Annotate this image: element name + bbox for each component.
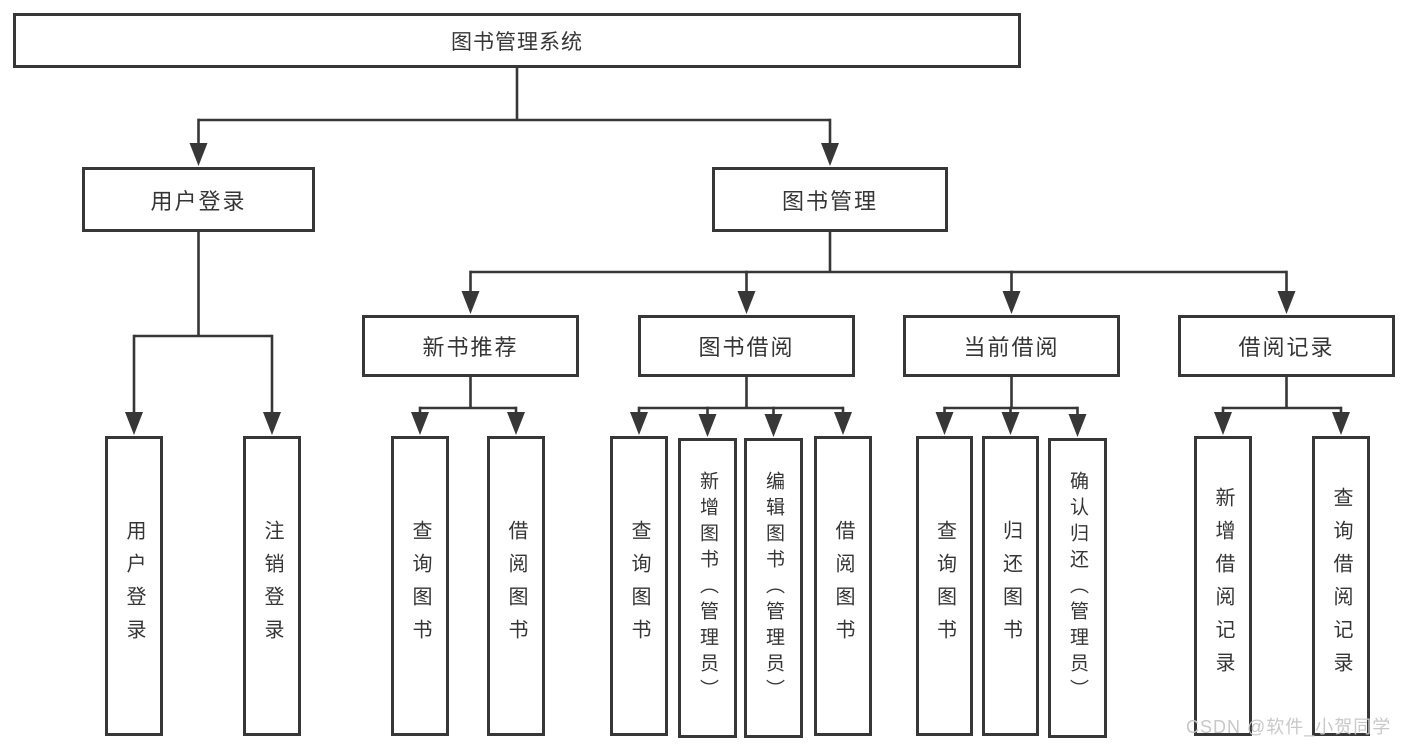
arrow-down-icon	[411, 412, 429, 435]
node-label: 图书借阅	[698, 335, 795, 360]
node-bb-query: 查询图书	[610, 436, 668, 736]
node-borrow-records: 借阅记录	[1178, 315, 1395, 377]
node-leaf-logout: 注销登录	[243, 436, 301, 736]
arrow-down-icon	[1068, 414, 1087, 437]
node-root: 图书管理系统	[13, 13, 1021, 68]
node-cb-return: 归还图书	[982, 436, 1039, 736]
node-label: 借阅图书	[832, 520, 854, 652]
node-label: 借阅记录	[1238, 335, 1335, 360]
node-label: 当前借阅	[963, 335, 1060, 360]
arrow-down-icon	[1001, 412, 1020, 435]
arrow-down-icon	[630, 412, 648, 435]
arrow-down-icon	[189, 143, 208, 166]
node-bb-edit: 编辑图书（管理员）	[744, 438, 803, 738]
watermark: CSDN @软件_小贺同学	[1186, 717, 1392, 737]
node-label: 查询借阅记录	[1330, 487, 1352, 685]
node-label: 新增图书（管理员）	[697, 471, 718, 705]
arrow-down-icon	[125, 412, 143, 435]
arrow-down-icon	[1002, 291, 1021, 314]
node-label: 新书推荐	[422, 335, 519, 360]
arrow-down-icon	[764, 414, 783, 437]
arrow-down-icon	[461, 291, 480, 314]
node-label: 图书管理	[781, 188, 878, 214]
node-label: 归还图书	[999, 520, 1022, 652]
arrow-down-icon	[698, 414, 717, 437]
arrow-down-icon	[821, 143, 839, 166]
node-cb-query: 查询图书	[916, 436, 973, 736]
node-label: 用户登录	[123, 520, 145, 652]
node-new-book-rec: 新书推荐	[362, 315, 579, 377]
node-label: 新增借阅记录	[1212, 487, 1234, 685]
node-br-add: 新增借阅记录	[1194, 436, 1252, 736]
arrow-down-icon	[737, 291, 756, 314]
node-user-login: 用户登录	[82, 167, 315, 232]
node-bb-add: 新增图书（管理员）	[678, 438, 737, 738]
node-label: 注销登录	[261, 520, 283, 652]
arrow-down-icon	[935, 412, 954, 435]
node-current-borrow: 当前借阅	[903, 315, 1120, 377]
node-book-borrow: 图书借阅	[638, 315, 855, 377]
node-label: 查询图书	[409, 520, 431, 652]
arrow-down-icon	[507, 412, 525, 435]
node-nb-query: 查询图书	[391, 436, 449, 736]
arrow-down-icon	[834, 412, 852, 435]
node-leaf-user-login: 用户登录	[105, 436, 163, 736]
node-label: 借阅图书	[505, 520, 527, 652]
node-label: 确认归还（管理员）	[1067, 471, 1088, 705]
arrow-down-icon	[1277, 291, 1296, 314]
node-cb-confirm: 确认归还（管理员）	[1048, 438, 1107, 738]
node-label: 用户登录	[150, 188, 247, 214]
arrow-down-icon	[263, 412, 281, 435]
node-book-mgmt: 图书管理	[712, 167, 948, 232]
node-bb-borrow: 借阅图书	[814, 436, 872, 736]
node-label: 图书管理系统	[451, 30, 583, 54]
node-label: 查询图书	[628, 520, 650, 652]
node-label: 编辑图书（管理员）	[763, 471, 784, 705]
node-label: 查询图书	[933, 520, 956, 652]
arrow-down-icon	[1214, 412, 1232, 435]
arrow-down-icon	[1332, 412, 1350, 435]
node-br-query: 查询借阅记录	[1312, 436, 1370, 736]
node-nb-borrow: 借阅图书	[487, 436, 545, 736]
